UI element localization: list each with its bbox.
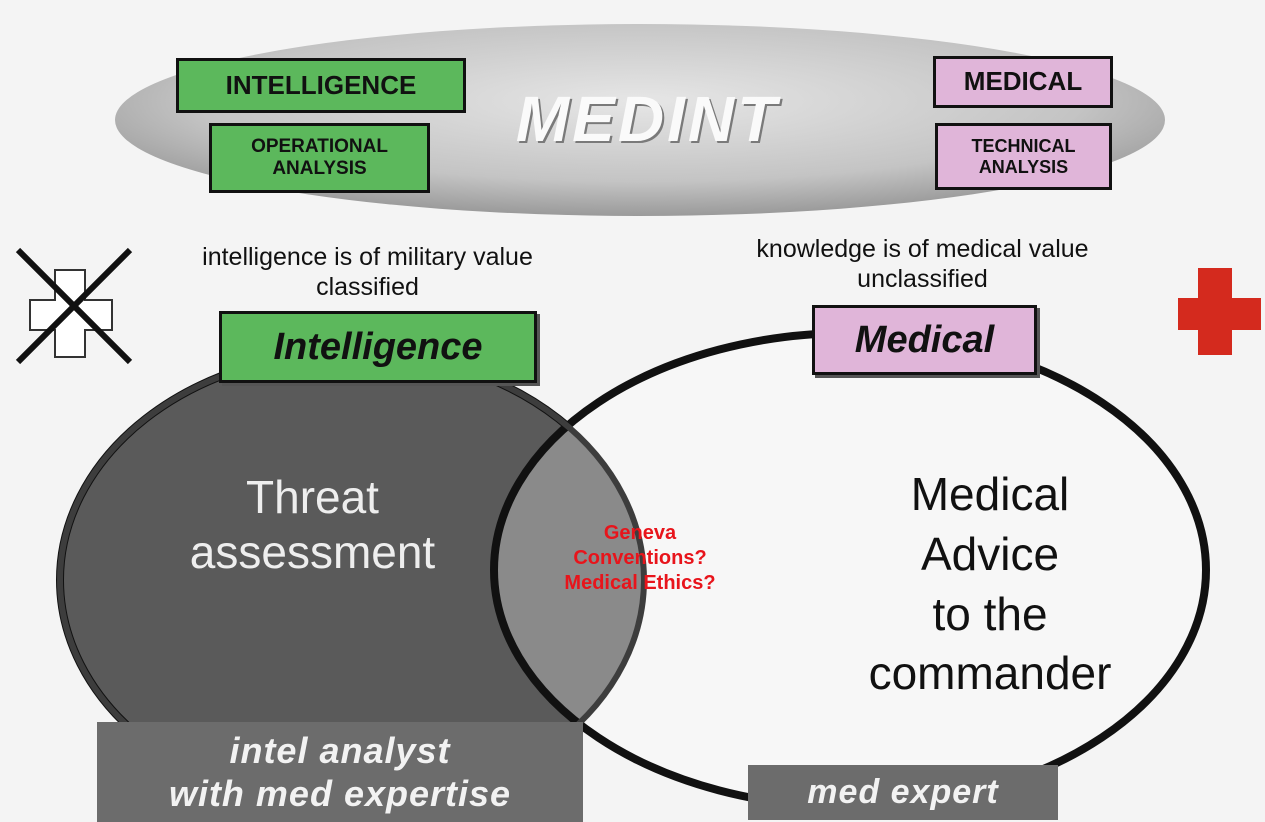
- technical-analysis-tag: TECHNICAL ANALYSIS: [935, 123, 1112, 190]
- intel-analyst-box: intel analyst with med expertise: [97, 722, 583, 822]
- intelligence-caption: intelligence is of military value classi…: [120, 242, 615, 302]
- intelligence-tag: INTELLIGENCE: [176, 58, 466, 113]
- overlap-line-3: Medical Ethics?: [564, 572, 716, 594]
- overlap-line-1: Geneva: [603, 522, 677, 544]
- medical-caption: knowledge is of medical value unclassifi…: [685, 234, 1160, 294]
- overlap-text: Geneva Conventions? Medical Ethics?: [515, 521, 765, 596]
- medint-title: MEDINT: [515, 83, 780, 155]
- medical-caption-line2: unclassified: [857, 265, 988, 293]
- medadv-line-1: Medical: [910, 468, 1070, 520]
- intelligence-caption-line2: classified: [316, 273, 419, 301]
- medical-advice-text: Medical Advice to the commander: [800, 465, 1180, 704]
- intel-analyst-line-1: intel analyst: [229, 729, 451, 771]
- intelligence-caption-line1: intelligence is of military value: [202, 243, 533, 271]
- med-expert-box: med expert: [748, 765, 1058, 820]
- medical-circle-fill: [494, 333, 1206, 807]
- threat-assessment-text: Threat assessment: [130, 470, 495, 580]
- medadv-line-4: commander: [868, 647, 1112, 700]
- medical-caption-line1: knowledge is of medical value: [756, 235, 1089, 263]
- medical-tag: MEDICAL: [933, 56, 1113, 108]
- medadv-line-3: to the: [932, 587, 1048, 640]
- intelligence-label: Intelligence: [219, 311, 537, 383]
- red-cross-icon: [1178, 268, 1261, 355]
- overlap-line-2: Conventions?: [573, 547, 707, 569]
- assessment-line: assessment: [189, 526, 436, 579]
- operational-analysis-tag: OPERATIONAL ANALYSIS: [209, 123, 430, 193]
- crossed-out-cross-icon: [15, 247, 133, 365]
- threat-line: Threat: [246, 471, 379, 523]
- medical-label: Medical: [812, 305, 1037, 375]
- medadv-line-2: Advice: [920, 527, 1060, 580]
- intel-analyst-line-2: with med expertise: [168, 773, 512, 814]
